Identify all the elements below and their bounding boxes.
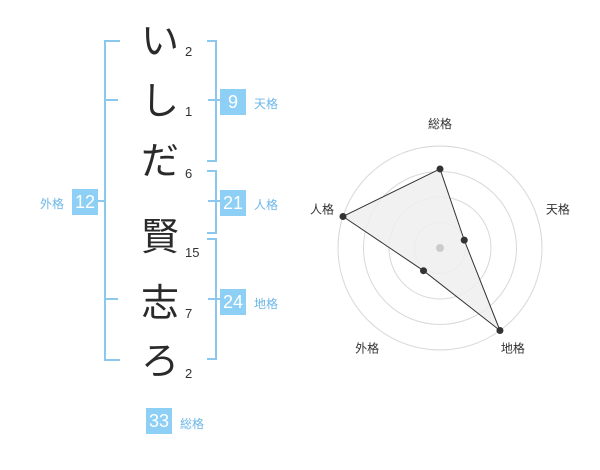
bracket-connector: [98, 200, 106, 202]
stroke-count-4: 15: [185, 245, 200, 260]
radar-axis-label-1: 総格: [428, 116, 452, 131]
radar-point-5: [339, 212, 347, 220]
tenkaku-value-badge: 9: [220, 89, 246, 115]
bracket-connector: [208, 200, 220, 202]
bracket-tick: [106, 298, 118, 300]
name-char-5: 志: [140, 281, 179, 325]
chikaku-value-badge: 24: [220, 289, 246, 315]
radar-series-area: [341, 168, 502, 333]
radar-grid-ring: [337, 145, 543, 351]
radar-center-dot: [436, 244, 444, 252]
bracket-connector: [208, 298, 220, 300]
bracket-tick: [106, 99, 118, 101]
tenkaku-bracket: [207, 40, 217, 162]
radar-point-2: [460, 236, 468, 244]
name-char-4: 賢: [140, 215, 179, 259]
jinkaku-bracket: [207, 170, 217, 234]
stroke-count-3: 6: [185, 166, 193, 181]
name-char-1: い: [140, 19, 179, 63]
radar-axis-label-2: 天格: [546, 202, 570, 217]
stroke-count-6: 2: [185, 366, 193, 381]
tenkaku-label: 天格: [254, 97, 279, 111]
stroke-count-2: 1: [185, 104, 193, 119]
radar-point-4: [420, 267, 428, 275]
radar-point-3: [496, 327, 504, 335]
radar-axis-label-3: 地格: [501, 340, 525, 355]
soukaku-label: 総格: [180, 417, 205, 431]
stroke-count-1: 2: [185, 44, 193, 59]
radar-axis-label-5: 人格: [310, 202, 334, 217]
chikaku-label: 地格: [254, 297, 279, 311]
soukaku-value-badge: 33: [146, 408, 172, 434]
stroke-count-5: 7: [185, 306, 193, 321]
gaikaku-label: 外格: [40, 197, 65, 211]
jinkaku-value-badge: 21: [220, 190, 246, 216]
radar-point-1: [436, 165, 444, 173]
name-char-6: ろ: [140, 339, 179, 383]
bracket-connector: [208, 99, 220, 101]
gaikaku-value-badge: 12: [72, 189, 98, 215]
jinkaku-label: 人格: [254, 198, 279, 212]
name-char-2: し: [140, 79, 179, 123]
radar-axis-label-4: 外格: [355, 340, 379, 355]
name-char-3: だ: [140, 139, 179, 183]
